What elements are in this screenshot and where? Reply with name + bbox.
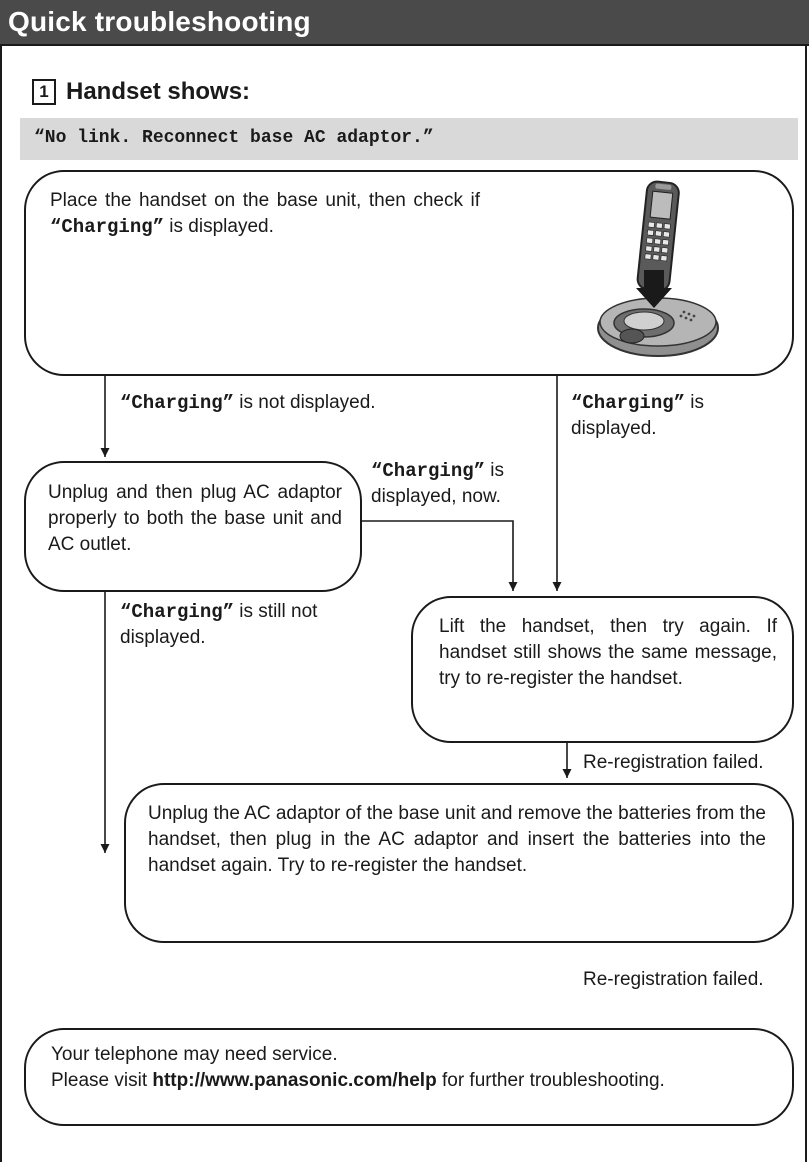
step-service-box: Your telephone may need service. Please …: [24, 1028, 794, 1126]
display-message: “No link. Reconnect base AC adaptor.”: [34, 128, 434, 148]
step-service-text: Your telephone may need service. Please …: [51, 1042, 781, 1094]
service-line-2: Please visit http://www.panasonic.com/he…: [51, 1068, 781, 1094]
label-still-not-text: is still not displayed.: [120, 601, 318, 648]
label-still-not-code: “Charging”: [120, 601, 235, 623]
step-place-handset-text: Place the handset on the base unit, then…: [50, 188, 480, 240]
step-reset-base-text: Unplug the AC adaptor of the base unit a…: [148, 803, 766, 876]
step-lift-handset-box: Lift the handset, then try again. If han…: [411, 596, 794, 743]
label-not-displayed-code: “Charging”: [120, 392, 235, 414]
arrow-unplug-to-lift: [360, 520, 518, 591]
section-title: Handset shows:: [66, 78, 251, 105]
help-url-link[interactable]: http://www.panasonic.com/help: [152, 1070, 437, 1091]
label-still-not-displayed: “Charging” is still not displayed.: [120, 599, 370, 650]
cordless-phone-on-base-icon: [597, 180, 719, 357]
label-not-displayed-text: is not displayed.: [234, 392, 376, 413]
step-reset-base-box: Unplug the AC adaptor of the base unit a…: [124, 783, 794, 943]
label-displayed: “Charging” is displayed.: [571, 390, 736, 441]
label-displayed-now-code: “Charging”: [371, 460, 486, 482]
label-not-displayed: “Charging” is not displayed.: [120, 390, 376, 416]
label-displayed-text: is displayed.: [571, 392, 705, 439]
step-replug-adaptor-text: Unplug and then plug AC adaptor properly…: [48, 482, 342, 555]
step-place-handset-box: Place the handset on the base unit, then…: [24, 170, 794, 376]
page-title: Quick troubleshooting: [8, 6, 311, 37]
label-displayed-now-text: is displayed, now.: [371, 460, 505, 507]
place-text-pre: Place the handset on the base unit, then…: [50, 190, 480, 211]
label-reregistration-failed-1: Re-registration failed.: [583, 752, 764, 773]
label-displayed-code: “Charging”: [571, 392, 686, 414]
service-line-1: Your telephone may need service.: [51, 1044, 338, 1065]
label-reregistration-failed-2: Re-registration failed.: [583, 969, 764, 990]
display-message-bar: “No link. Reconnect base AC adaptor.”: [20, 118, 798, 160]
section-heading: 1 Handset shows:: [32, 78, 250, 106]
title-bar: Quick troubleshooting: [0, 0, 809, 46]
step-replug-adaptor-box: Unplug and then plug AC adaptor properly…: [24, 461, 362, 592]
place-text-post: is displayed.: [164, 216, 274, 237]
section-number: 1: [32, 79, 56, 105]
step-lift-handset-text: Lift the handset, then try again. If han…: [439, 616, 777, 689]
service-text-post: for further troubleshooting.: [436, 1070, 665, 1091]
label-displayed-now: “Charging” is displayed, now.: [371, 458, 531, 509]
service-text-pre: Please visit: [51, 1070, 153, 1091]
place-text-code: “Charging”: [50, 216, 165, 238]
